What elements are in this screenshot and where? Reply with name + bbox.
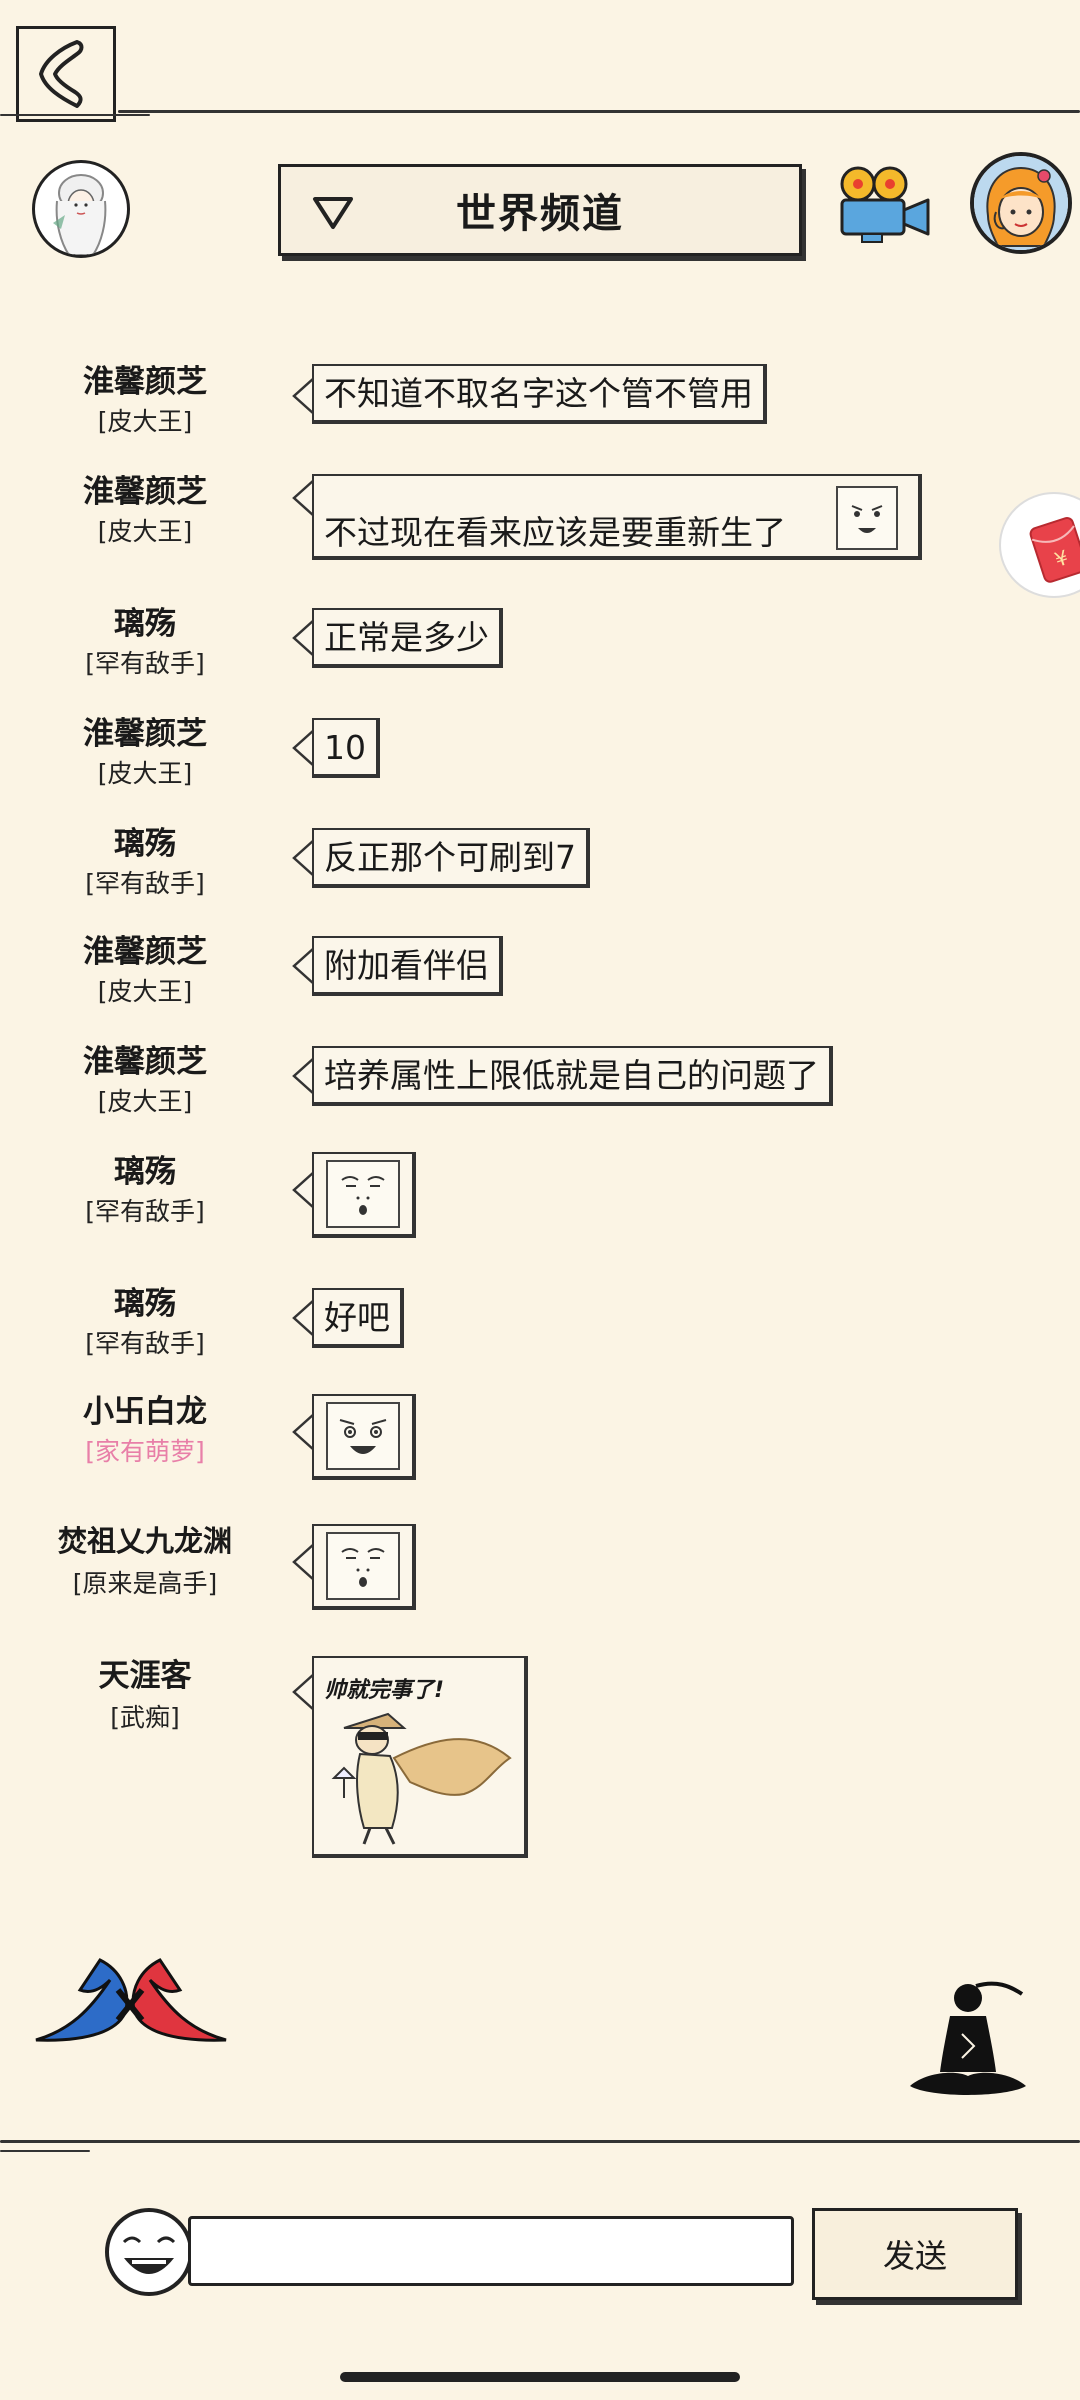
sender-name[interactable]: 淮馨颜芝 [83,934,207,970]
sticker-bubble[interactable]: 帅就完事了! [312,1656,528,1858]
message-bubble[interactable]: 好吧 [312,1288,404,1348]
sender-title: [皮大王] [97,759,193,788]
smile-face-emoji [836,486,898,550]
message-input[interactable] [188,2216,794,2286]
laughing-emoji-icon [105,2208,193,2296]
video-camera-button[interactable] [832,162,934,246]
bubble-tail [292,729,314,767]
sender-title: [家有萌萝] [85,1437,205,1466]
sender-title: [罕有敌手] [85,869,205,898]
channel-title: 世界频道 [456,191,624,237]
message-bubble[interactable]: 10 [312,718,380,778]
emoji-button[interactable] [104,2206,194,2298]
sender-title: [罕有敌手] [85,1329,205,1358]
pk-versus-icon [35,1958,227,2042]
red-envelope-icon: ¥ [999,492,1080,598]
customer-service-avatar[interactable] [970,152,1072,254]
sender-title: [罕有敌手] [85,649,205,678]
meditation-button[interactable] [906,1976,1030,2102]
sender-name[interactable]: 璃殇 [114,826,176,862]
bubble-tail [292,839,314,877]
squint-face-sticker [326,1160,400,1228]
bubble-tail [292,479,314,517]
message-bubble[interactable]: 不知道不取名字这个管不管用 [312,364,767,424]
top-divider [118,110,1080,113]
message-bubble[interactable]: 不过现在看来应该是要重新生了 [312,474,922,560]
sender-title: [原来是高手] [72,1569,218,1598]
bubble-tail [292,1057,314,1095]
bubble-tail [292,377,314,415]
message-bubble[interactable]: 正常是多少 [312,608,503,668]
sticker-bubble[interactable] [312,1152,416,1238]
squint-face-sticker [326,1532,400,1600]
sender-name[interactable]: 天涯客 [98,1658,192,1694]
bubble-tail [292,947,314,985]
channel-selector[interactable]: 世界频道 [278,164,802,256]
sticker-bubble[interactable] [312,1394,416,1480]
sticker-caption: 帅就完事了! [324,1678,445,1703]
sender-name[interactable]: 小卐白龙 [83,1394,207,1430]
top-divider-left [0,114,150,116]
bubble-tail [292,1413,314,1451]
bottom-divider-accent [0,2150,90,2152]
sender-name[interactable]: 淮馨颜芝 [83,1044,207,1080]
sender-title: [皮大王] [97,517,193,546]
sender-title: [皮大王] [97,1087,193,1116]
sender-title: [罕有敌手] [85,1197,205,1226]
back-button[interactable] [16,26,116,122]
sender-title: [皮大王] [97,977,193,1006]
sender-title: [皮大王] [97,407,193,436]
sender-title: [武痴] [110,1703,180,1732]
sender-name[interactable]: 焚祖乂九龙渊 [57,1524,232,1558]
sender-name[interactable]: 璃殇 [114,606,176,642]
sender-name[interactable]: 淮馨颜芝 [83,716,207,752]
laughing-face-sticker [326,1402,400,1470]
swordsman-sticker: 帅就完事了! [314,1658,524,1854]
dropdown-triangle-icon [313,197,353,229]
sender-name[interactable]: 淮馨颜芝 [83,474,207,510]
message-text: 不过现在看来应该是要重新生了 [324,513,786,552]
home-indicator[interactable] [340,2372,740,2382]
send-button[interactable]: 发送 [812,2208,1018,2300]
message-bubble[interactable]: 培养属性上限低就是自己的问题了 [312,1046,833,1106]
meditating-figure-icon [910,1981,1026,2095]
sender-name[interactable]: 璃殇 [114,1286,176,1322]
red-packet-button[interactable]: ¥ [998,492,1080,598]
sender-name[interactable]: 淮馨颜芝 [83,364,207,400]
bubble-tail [292,619,314,657]
bubble-tail [292,1299,314,1337]
bottom-divider [0,2140,1080,2143]
user-avatar[interactable] [32,160,130,258]
message-bubble[interactable]: 反正那个可刷到7 [312,828,590,888]
message-bubble[interactable]: 附加看伴侣 [312,936,503,996]
bubble-tail [292,1673,314,1711]
bubble-tail [292,1543,314,1581]
sticker-bubble[interactable] [312,1524,416,1610]
pk-battle-button[interactable] [30,1950,230,2050]
sender-name[interactable]: 璃殇 [114,1154,176,1190]
video-camera-icon [840,166,930,243]
bubble-tail [292,1171,314,1209]
back-arrow-icon [39,40,84,108]
